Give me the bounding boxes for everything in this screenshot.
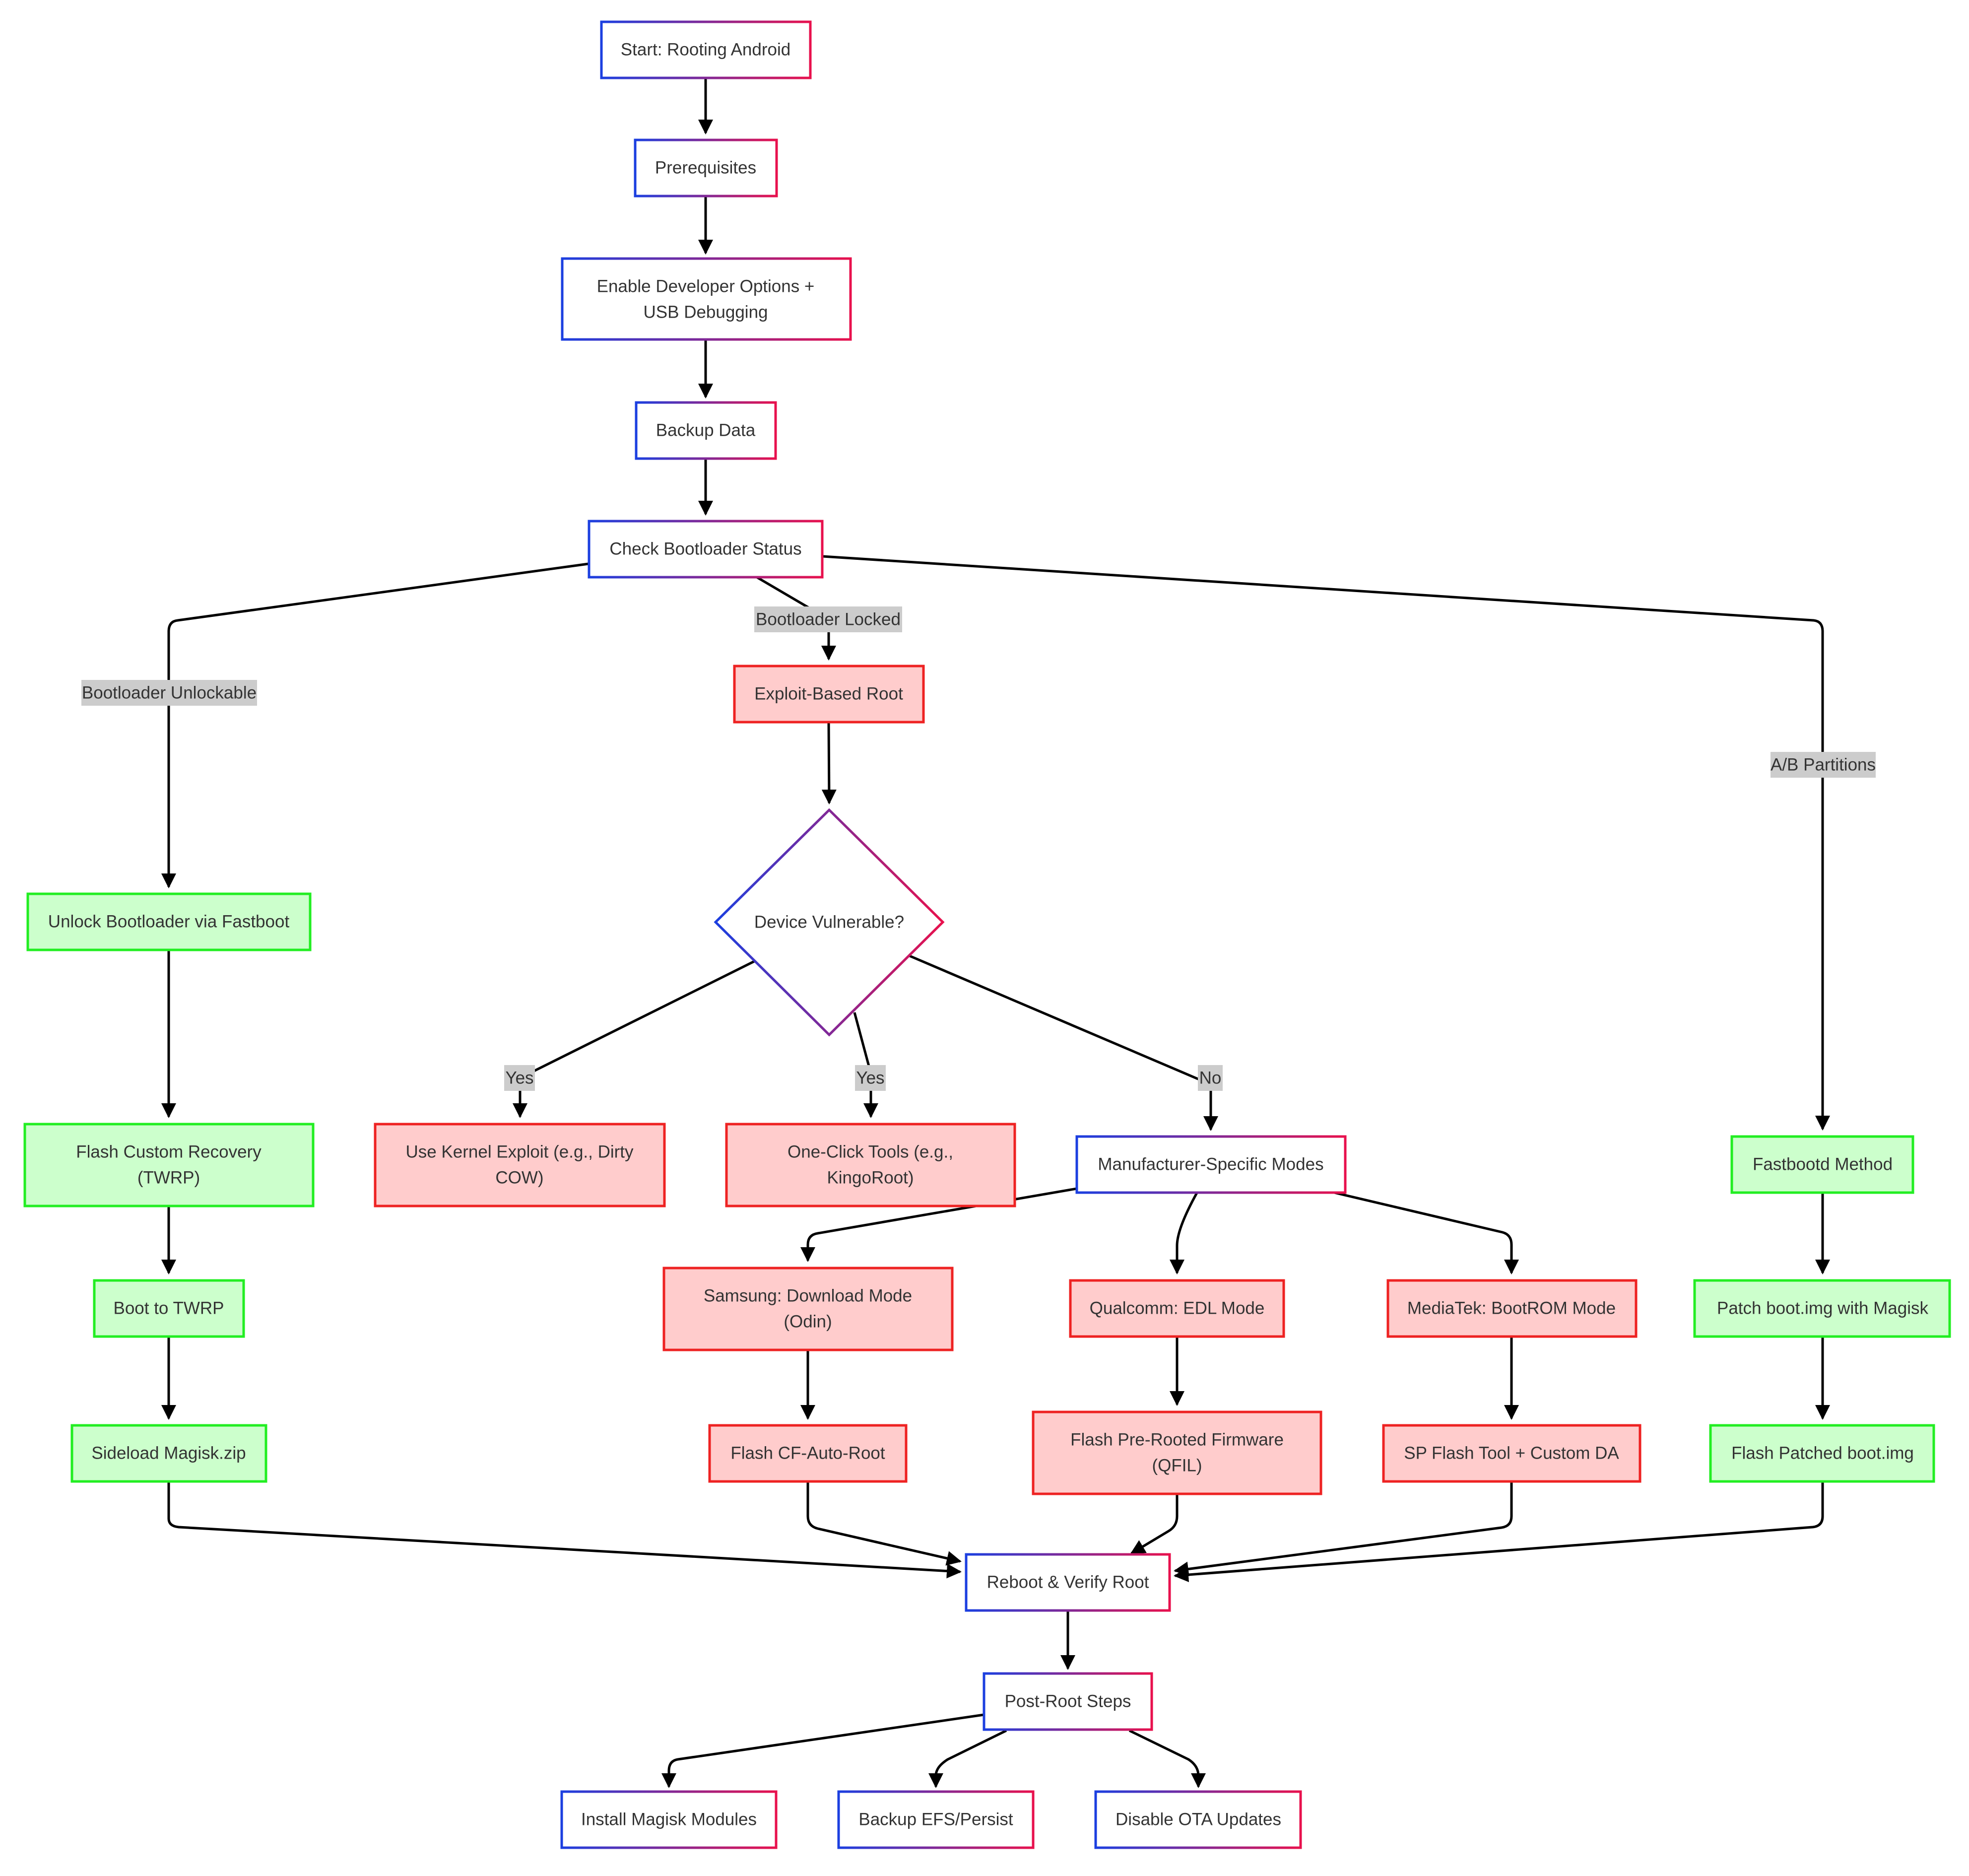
node-sp-flash-label: SP Flash Tool + Custom DA (1404, 1444, 1619, 1463)
node-boot-twrp[interactable]: Boot to TWRP (93, 1279, 245, 1338)
node-mediatek[interactable]: MediaTek: BootROM Mode (1386, 1279, 1638, 1338)
node-enable-dev[interactable]: Enable Developer Options + USB Debugging (561, 257, 852, 341)
node-fastbootd[interactable]: Fastbootd Method (1730, 1135, 1914, 1194)
edge-label-ab-partitions-text: A/B Partitions (1771, 755, 1876, 775)
edge-check-fastbootd (822, 555, 1830, 1131)
node-sp-flash[interactable]: SP Flash Tool + Custom DA (1382, 1424, 1641, 1483)
node-flash-recovery-line2: (TWRP) (137, 1168, 200, 1188)
node-pre-rooted[interactable]: Flash Pre-Rooted Firmware (QFIL) (1032, 1410, 1322, 1495)
edge-prerooted-reboot (1130, 1494, 1179, 1555)
node-exploit-root[interactable]: Exploit-Based Root (733, 665, 925, 724)
edge-label-ab-partitions: A/B Partitions (1771, 752, 1876, 778)
node-sideload-magisk[interactable]: Sideload Magisk.zip (70, 1424, 267, 1483)
node-check-bootloader[interactable]: Check Bootloader Status (588, 520, 824, 579)
edge-label-yes-oneclick: Yes (855, 1065, 886, 1091)
node-post-root[interactable]: Post-Root Steps (983, 1672, 1153, 1731)
edge-label-yes-kernel-text: Yes (505, 1069, 533, 1088)
node-backup-efs-label: Backup EFS/Persist (858, 1810, 1013, 1829)
edge-vulnerable-kernel (513, 960, 755, 1118)
node-cf-auto-root[interactable]: Flash CF-Auto-Root (708, 1424, 908, 1483)
node-reboot-verify-label: Reboot & Verify Root (987, 1573, 1149, 1592)
node-flash-patched[interactable]: Flash Patched boot.img (1709, 1424, 1935, 1483)
edge-label-locked-text: Bootloader Locked (756, 610, 901, 629)
node-kernel-exploit-line1: Use Kernel Exploit (e.g., Dirty (405, 1142, 634, 1162)
node-device-vulnerable-label: Device Vulnerable? (754, 913, 904, 932)
node-prerequisites[interactable]: Prerequisites (634, 138, 778, 198)
node-mediatek-label: MediaTek: BootROM Mode (1407, 1299, 1616, 1318)
node-install-modules-label: Install Magisk Modules (581, 1810, 757, 1829)
edge-postroot-modules (661, 1713, 984, 1788)
nodes: Start: Rooting Android Prerequisites Ena… (23, 20, 1951, 1849)
edge-sideload-reboot (167, 1481, 962, 1579)
node-manufacturer-modes[interactable]: Manufacturer-Specific Modes (1075, 1135, 1347, 1194)
node-exploit-root-label: Exploit-Based Root (754, 684, 903, 704)
node-prerequisites-label: Prerequisites (655, 158, 756, 178)
edge-manufacturer-samsung (800, 1187, 1077, 1262)
edges (161, 78, 1830, 1788)
edge-check-unlock (161, 562, 589, 888)
node-pre-rooted-line1: Flash Pre-Rooted Firmware (1070, 1430, 1284, 1450)
edge-postroot-efs (928, 1729, 1007, 1788)
edge-postroot-ota (1128, 1729, 1206, 1788)
edge-spflash-reboot (1174, 1481, 1513, 1577)
node-reboot-verify[interactable]: Reboot & Verify Root (965, 1553, 1171, 1612)
node-one-click-line2: KingoRoot) (827, 1168, 914, 1188)
node-patch-boot[interactable]: Patch boot.img with Magisk (1693, 1279, 1951, 1338)
node-boot-twrp-label: Boot to TWRP (113, 1299, 224, 1318)
node-flash-recovery[interactable]: Flash Custom Recovery (TWRP) (23, 1123, 315, 1207)
edge-manufacturer-mediatek (1327, 1190, 1519, 1274)
node-flash-patched-label: Flash Patched boot.img (1731, 1444, 1914, 1463)
node-qualcomm[interactable]: Qualcomm: EDL Mode (1069, 1279, 1285, 1338)
node-disable-ota-label: Disable OTA Updates (1116, 1810, 1281, 1829)
edge-label-no-manufacturer-text: No (1199, 1069, 1222, 1088)
node-manufacturer-modes-label: Manufacturer-Specific Modes (1098, 1155, 1323, 1174)
node-one-click[interactable]: One-Click Tools (e.g., KingoRoot) (725, 1123, 1016, 1207)
edge-label-unlockable-text: Bootloader Unlockable (82, 683, 257, 703)
node-samsung-line2: (Odin) (784, 1312, 832, 1332)
node-backup-efs[interactable]: Backup EFS/Persist (837, 1790, 1035, 1849)
node-cf-auto-root-label: Flash CF-Auto-Root (730, 1444, 885, 1463)
node-enable-dev-line2: USB Debugging (644, 303, 768, 322)
node-device-vulnerable[interactable]: Device Vulnerable? (714, 808, 945, 1037)
node-install-modules[interactable]: Install Magisk Modules (560, 1790, 778, 1849)
node-kernel-exploit[interactable]: Use Kernel Exploit (e.g., Dirty COW) (374, 1123, 666, 1207)
node-kernel-exploit-line2: COW) (495, 1168, 543, 1188)
node-one-click-line1: One-Click Tools (e.g., (788, 1142, 953, 1162)
edge-vulnerable-manufacturer (909, 954, 1218, 1131)
node-unlock-bootloader-label: Unlock Bootloader via Fastboot (48, 912, 290, 932)
node-post-root-label: Post-Root Steps (1005, 1692, 1131, 1711)
node-samsung[interactable]: Samsung: Download Mode (Odin) (662, 1267, 954, 1351)
edge-label-locked: Bootloader Locked (754, 606, 902, 632)
node-backup-data-label: Backup Data (656, 421, 756, 440)
edge-vulnerable-oneclick (853, 1012, 878, 1118)
edge-label-yes-kernel: Yes (504, 1065, 535, 1091)
edge-label-yes-oneclick-text: Yes (856, 1069, 884, 1088)
edge-flashpatched-reboot (1174, 1481, 1824, 1582)
edge-label-unlockable: Bootloader Unlockable (81, 680, 257, 706)
node-flash-recovery-line1: Flash Custom Recovery (76, 1142, 262, 1162)
node-sideload-magisk-label: Sideload Magisk.zip (91, 1444, 246, 1463)
node-pre-rooted-line2: (QFIL) (1152, 1456, 1202, 1475)
node-check-bootloader-label: Check Bootloader Status (609, 539, 801, 559)
node-enable-dev-line1: Enable Developer Options + (597, 277, 815, 296)
edge-manufacturer-qualcomm (1170, 1190, 1199, 1274)
node-start[interactable]: Start: Rooting Android (600, 20, 812, 79)
node-unlock-bootloader[interactable]: Unlock Bootloader via Fastboot (26, 892, 312, 951)
node-disable-ota[interactable]: Disable OTA Updates (1094, 1790, 1302, 1849)
edge-label-no-manufacturer: No (1198, 1065, 1223, 1091)
node-fastbootd-label: Fastbootd Method (1753, 1155, 1893, 1174)
node-samsung-line1: Samsung: Download Mode (704, 1286, 912, 1306)
node-backup-data[interactable]: Backup Data (635, 401, 777, 460)
node-patch-boot-label: Patch boot.img with Magisk (1717, 1299, 1929, 1318)
node-qualcomm-label: Qualcomm: EDL Mode (1090, 1299, 1265, 1318)
edge-labels: Bootloader Unlockable Bootloader Locked … (81, 606, 1876, 1091)
node-start-label: Start: Rooting Android (621, 40, 790, 60)
edge-cfauto-reboot (806, 1481, 962, 1566)
